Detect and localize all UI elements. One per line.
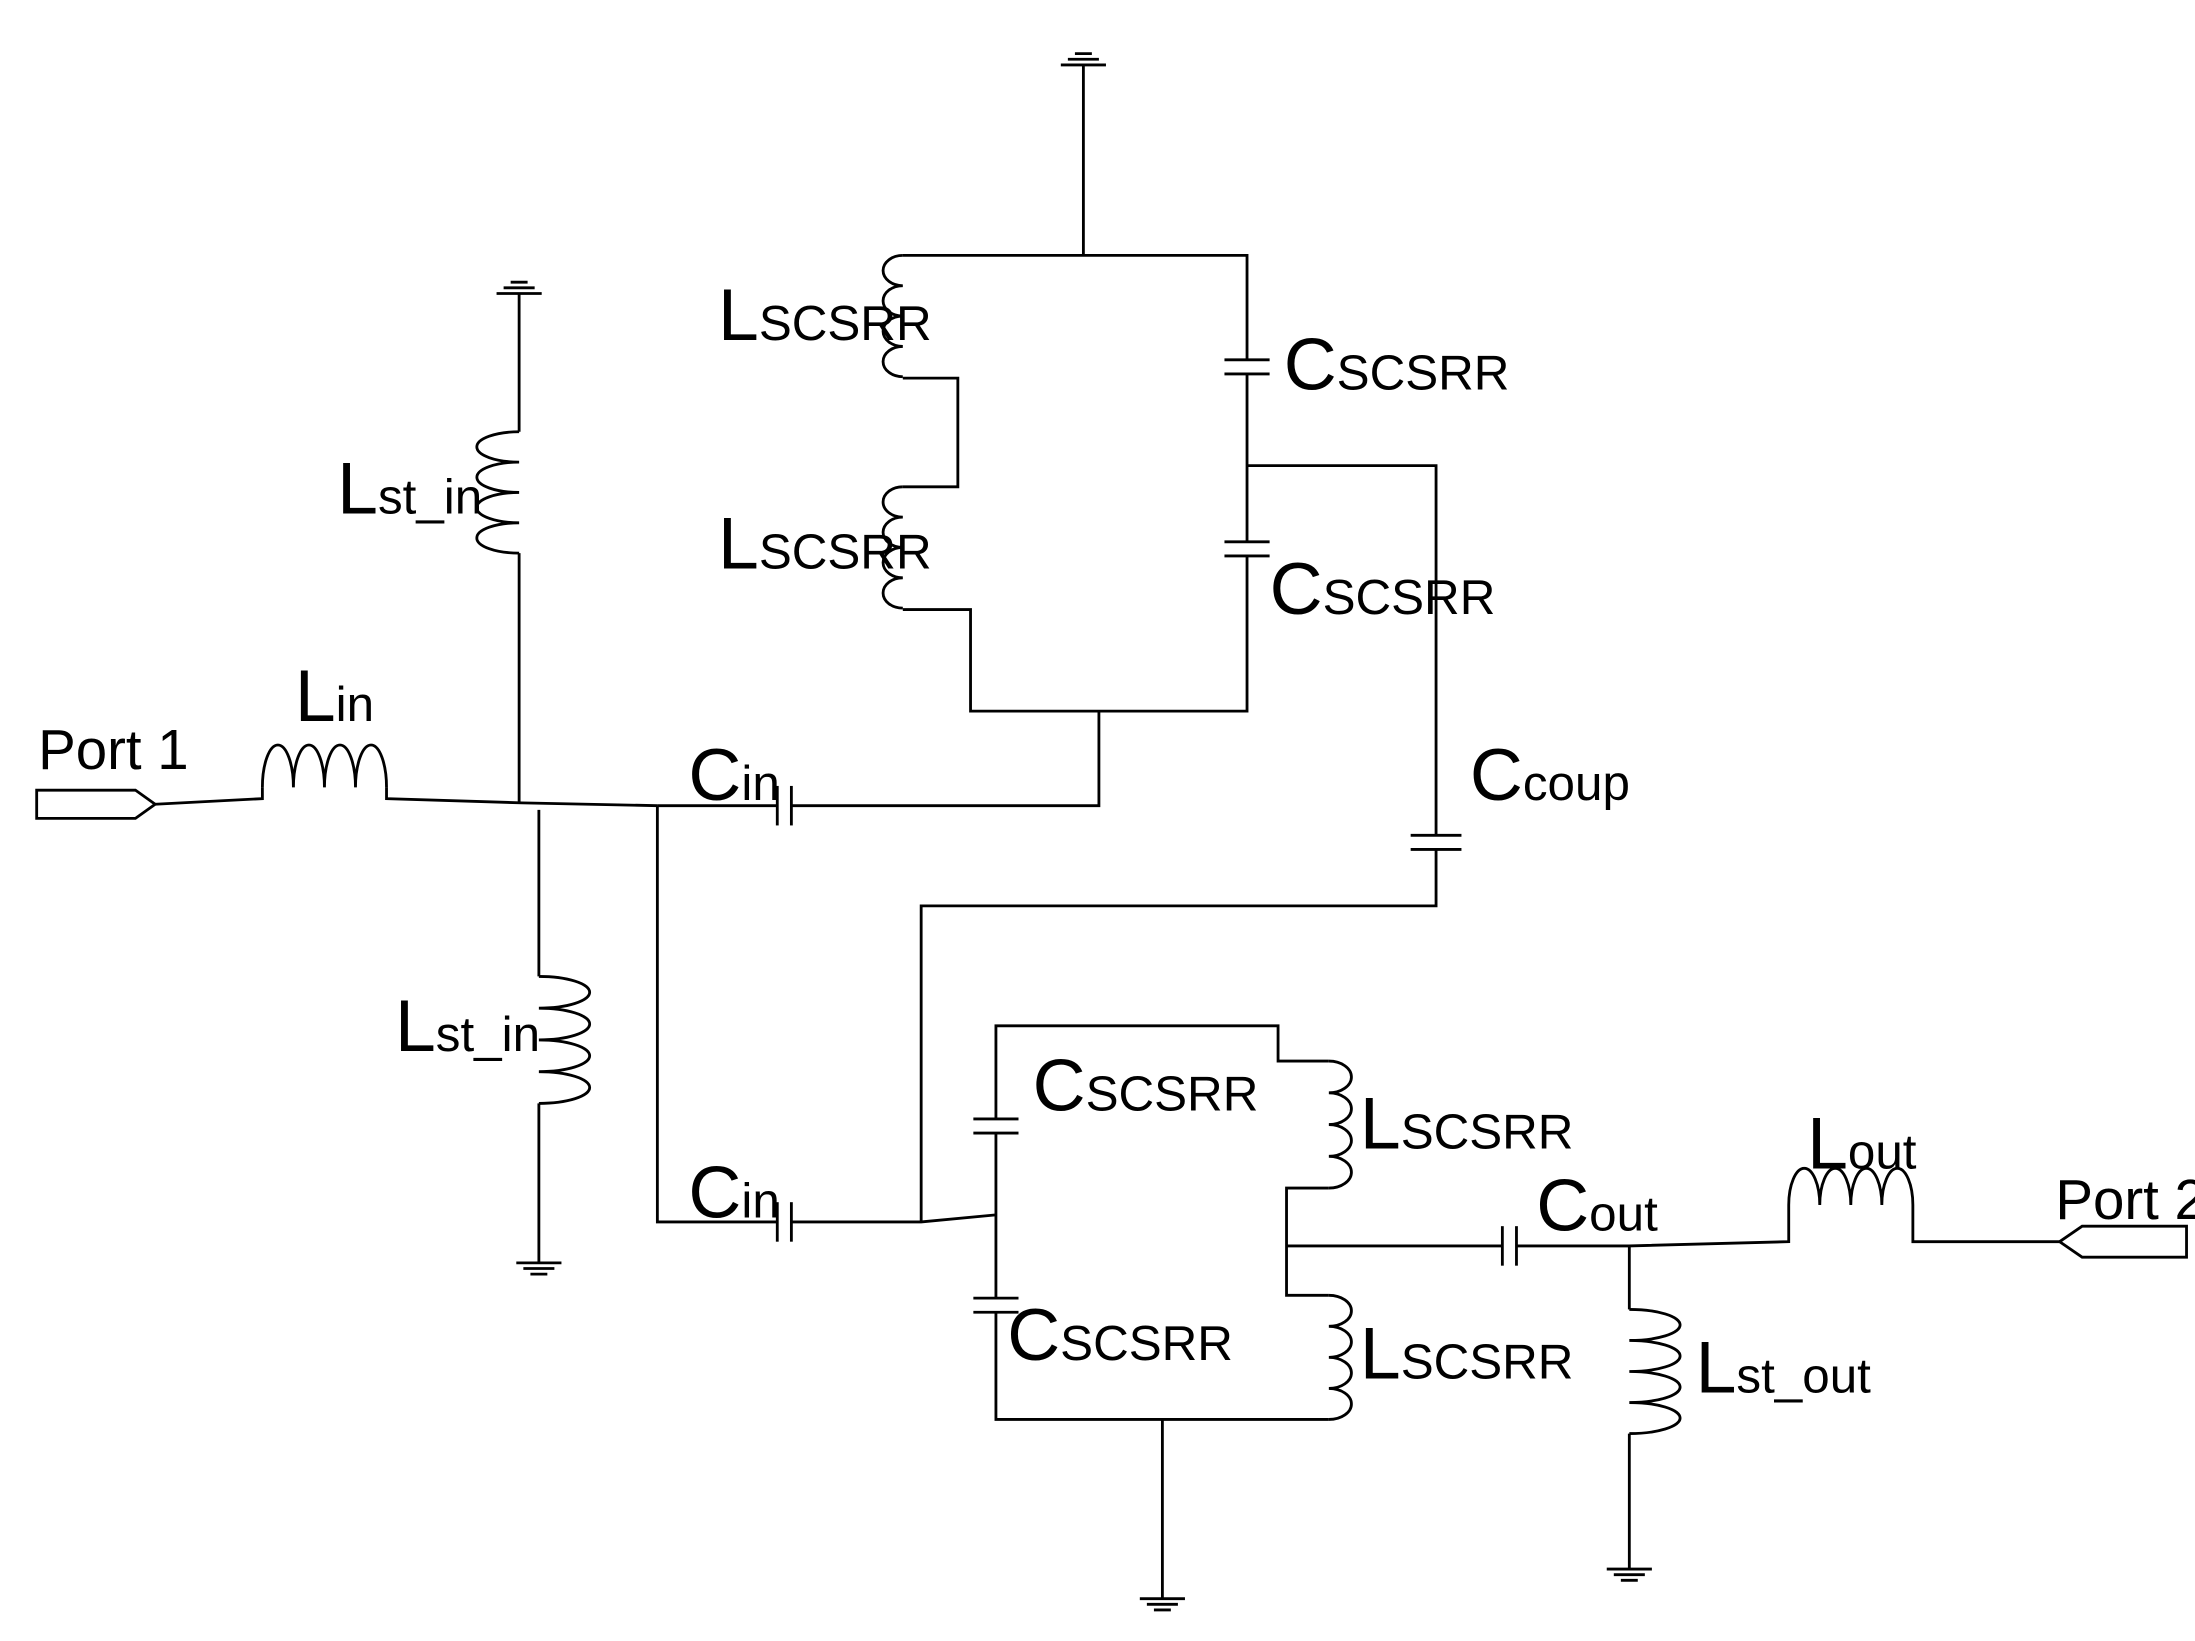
ground-symbol-stin-bottom — [516, 1261, 562, 1276]
capacitors — [775, 358, 1518, 1314]
wire-ccoup-upper — [1247, 464, 1438, 836]
port-2: Port 2 — [2055, 1168, 2195, 1259]
wire-bot-box-bottom — [994, 1312, 1329, 1421]
label-bot-l-scsrr-1: LSCSRR — [1360, 1083, 1574, 1165]
inductor-bot-l-scsrr-1 — [1328, 1059, 1353, 1190]
label-c-coup: Ccoup — [1470, 734, 1630, 816]
ground-symbol-top — [1060, 52, 1106, 67]
label-c-in-bottom: Cin — [688, 1152, 779, 1234]
wire-cout-right — [1516, 1204, 1791, 1248]
label-l-out: Lout — [1807, 1102, 1917, 1184]
label-bot-c-scsrr-2: CSCSRR — [1007, 1294, 1233, 1376]
inductor-top-l-scsrr-2 — [881, 485, 903, 610]
label-top-l-scsrr-1: LSCSRR — [718, 274, 932, 356]
label-l-st-in-bottom: Lst_in — [395, 985, 540, 1067]
wire-port1-lin — [155, 787, 264, 806]
inductor-l-out — [1787, 1166, 1915, 1206]
capacitor-top-c-scsrr-1 — [1224, 358, 1270, 376]
wire-top-box-upper — [902, 253, 1249, 360]
label-bot-c-scsrr-1: CSCSRR — [1033, 1044, 1259, 1126]
wire-cin-top-right — [791, 711, 1101, 808]
capacitor-c-in-top — [775, 785, 793, 826]
capacitor-c-coup — [1410, 833, 1462, 851]
inductor-l-in — [260, 743, 388, 788]
port-1: Port 1 — [35, 718, 189, 820]
grounds — [496, 52, 1652, 1612]
inductor-l-st-in-bottom — [538, 975, 591, 1105]
ground-symbol-stout — [1606, 1567, 1652, 1582]
inductor-l-st-in-top — [475, 430, 520, 555]
label-bot-l-scsrr-2: LSCSRR — [1360, 1313, 1574, 1395]
wire-bot-box-left — [994, 1024, 1329, 1119]
wire-top-lscsrr-link — [902, 376, 960, 489]
label-c-out: Cout — [1536, 1164, 1658, 1246]
label-l-in: Lin — [295, 655, 374, 737]
port-2-arrow — [2057, 1224, 2188, 1259]
inductor-top-l-scsrr-1 — [881, 253, 903, 379]
capacitor-bot-c-scsrr-1 — [973, 1117, 1019, 1135]
label-l-st-out: Lst_out — [1696, 1327, 1872, 1409]
capacitor-bot-c-scsrr-2 — [973, 1296, 1019, 1314]
inductor-bot-l-scsrr-2 — [1328, 1293, 1353, 1421]
wire-cin-bot-right — [791, 1213, 997, 1224]
wire-junction-down — [655, 805, 778, 1224]
label-top-l-scsrr-2: LSCSRR — [718, 503, 932, 585]
capacitor-c-in-bottom — [775, 1202, 793, 1242]
label-top-c-scsrr-2: CSCSRR — [1270, 548, 1496, 630]
wire-bot-lscsrr-link — [1285, 1186, 1329, 1297]
capacitor-top-c-scsrr-2 — [1224, 540, 1270, 558]
inductor-l-st-out — [1629, 1308, 1682, 1435]
component-labels: Lin Lout Cin Cin Cout Ccoup Lst_in Lst_i… — [295, 274, 1917, 1409]
wire-top-box-lower — [902, 555, 1249, 713]
label-c-in-top: Cin — [688, 734, 779, 816]
port-1-label: Port 1 — [38, 718, 189, 781]
capacitor-c-out — [1500, 1226, 1518, 1266]
wire-lout-port2 — [1911, 1204, 2060, 1244]
wire-ccoup-lower — [919, 849, 1438, 1222]
label-top-c-scsrr-1: CSCSRR — [1284, 323, 1510, 405]
port-1-arrow — [35, 788, 158, 820]
label-l-st-in-top: Lst_in — [337, 448, 482, 530]
ground-symbol-bottom-resonator — [1139, 1597, 1185, 1612]
wires — [155, 64, 2060, 1599]
ground-symbol-stin-top — [496, 280, 542, 295]
port-2-label: Port 2 — [2055, 1168, 2195, 1231]
wire-lin-junction — [385, 787, 658, 808]
inductors — [260, 253, 1915, 1435]
